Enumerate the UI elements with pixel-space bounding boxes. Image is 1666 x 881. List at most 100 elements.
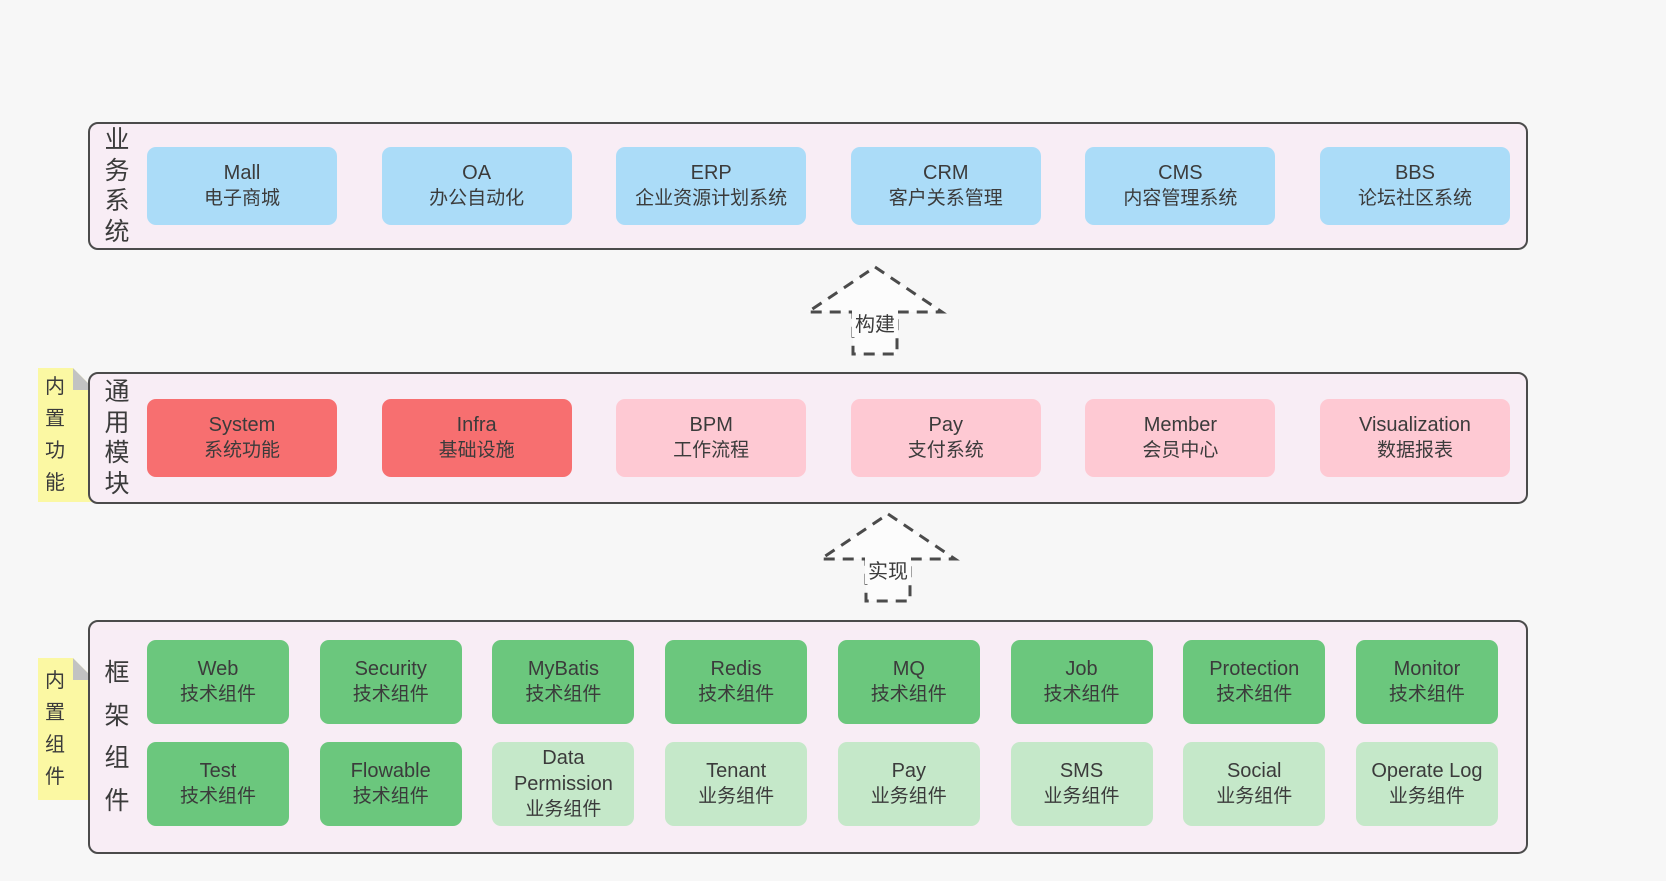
business-systems-title: 业务系统: [104, 126, 130, 246]
box-flowable: Flowable 技术组件: [319, 742, 462, 826]
box-oa: OA 办公自动化: [381, 147, 572, 225]
build-arrow: 构建: [800, 262, 950, 358]
box-mybatis: MyBatis 技术组件: [492, 640, 635, 724]
box-test-desc: 技术组件: [179, 786, 256, 808]
framework-row-1: Web 技术组件 Security 技术组件 MyBatis 技术组件 Redi…: [147, 640, 1498, 724]
box-system-name: System: [208, 414, 276, 437]
box-pay-module-name: Pay: [928, 414, 964, 437]
box-social: Social 业务组件: [1183, 742, 1326, 826]
box-mq-name: MQ: [892, 658, 925, 681]
box-mall: Mall 电子商城: [147, 147, 337, 225]
box-pay-component: Pay 业务组件: [837, 742, 980, 826]
box-visualization: Visualization 数据报表: [1319, 399, 1510, 477]
framework-row-2: Test 技术组件 Flowable 技术组件 Data Permission …: [147, 742, 1498, 826]
box-job: Job 技术组件: [1010, 640, 1153, 724]
box-bpm: BPM 工作流程: [616, 399, 807, 477]
box-web: Web 技术组件: [147, 640, 289, 724]
box-crm: CRM 客户关系管理: [850, 147, 1041, 225]
box-monitor-desc: 技术组件: [1388, 684, 1465, 706]
box-security-name: Security: [354, 658, 427, 681]
box-mall-name: Mall: [223, 162, 261, 185]
box-data-permission: Data Permission 业务组件: [492, 742, 635, 826]
box-flowable-desc: 技术组件: [352, 786, 429, 808]
box-monitor: Monitor 技术组件: [1355, 640, 1498, 724]
box-crm-name: CRM: [923, 162, 969, 185]
box-bpm-desc: 工作流程: [673, 440, 750, 462]
box-data-permission-name: Data Permission: [513, 747, 613, 796]
box-visualization-name: Visualization: [1359, 414, 1471, 437]
box-cms-desc: 内容管理系统: [1123, 188, 1238, 210]
box-bbs: BBS 论坛社区系统: [1319, 147, 1510, 225]
box-member: Member 会员中心: [1085, 399, 1276, 477]
common-modules-row: System 系统功能 Infra 基础设施 BPM 工作流程 Pay 支付系统…: [147, 374, 1510, 502]
box-mall-desc: 电子商城: [203, 188, 280, 210]
box-pay-component-name: Pay: [891, 760, 927, 783]
box-oa-name: OA: [462, 162, 492, 185]
box-tenant-desc: 业务组件: [698, 786, 775, 808]
box-protection: Protection 技术组件: [1183, 640, 1326, 724]
box-cms-name: CMS: [1158, 162, 1203, 185]
box-redis: Redis 技术组件: [665, 640, 808, 724]
box-pay-module-desc: 支付系统: [907, 440, 984, 462]
common-modules-panel: 通用模块 System 系统功能 Infra 基础设施 BPM 工作流程 Pay…: [88, 372, 1528, 504]
business-systems-panel: 业务系统 Mall 电子商城 OA 办公自动化 ERP 企业资源计划系统 CRM…: [88, 122, 1528, 250]
box-operate-log: Operate Log 业务组件: [1355, 742, 1498, 826]
box-sms: SMS 业务组件: [1010, 742, 1153, 826]
builtin-components-label: 内置组件: [45, 670, 65, 788]
box-cms: CMS 内容管理系统: [1085, 147, 1276, 225]
box-pay-component-desc: 业务组件: [870, 786, 947, 808]
box-monitor-name: Monitor: [1393, 658, 1461, 681]
box-operate-log-desc: 业务组件: [1388, 786, 1465, 808]
build-arrow-label: 构建: [852, 308, 898, 337]
box-redis-desc: 技术组件: [698, 684, 775, 706]
box-system-desc: 系统功能: [203, 440, 280, 462]
box-security-desc: 技术组件: [352, 684, 429, 706]
builtin-functions-label: 内置功能: [45, 376, 65, 494]
business-systems-row: Mall 电子商城 OA 办公自动化 ERP 企业资源计划系统 CRM 客户关系…: [147, 124, 1510, 248]
box-operate-log-name: Operate Log: [1371, 760, 1483, 783]
box-tenant: Tenant 业务组件: [665, 742, 808, 826]
box-security: Security 技术组件: [319, 640, 462, 724]
box-infra: Infra 基础设施: [381, 399, 572, 477]
box-sms-desc: 业务组件: [1043, 786, 1120, 808]
box-pay-module: Pay 支付系统: [850, 399, 1041, 477]
box-erp: ERP 企业资源计划系统: [616, 147, 807, 225]
framework-components-panel: 框架组件 Web 技术组件 Security 技术组件 MyBatis 技术组件…: [88, 620, 1528, 854]
box-test: Test 技术组件: [147, 742, 289, 826]
box-mybatis-name: MyBatis: [527, 658, 599, 681]
box-web-desc: 技术组件: [179, 684, 256, 706]
box-sms-name: SMS: [1059, 760, 1104, 783]
box-bbs-desc: 论坛社区系统: [1357, 188, 1472, 210]
box-test-name: Test: [199, 760, 237, 783]
box-social-name: Social: [1226, 760, 1282, 783]
box-member-desc: 会员中心: [1142, 440, 1219, 462]
box-flowable-name: Flowable: [350, 760, 431, 783]
box-redis-name: Redis: [710, 658, 762, 681]
builtin-components-sticky: 内置组件: [38, 658, 95, 800]
box-mq-desc: 技术组件: [870, 684, 947, 706]
box-erp-desc: 企业资源计划系统: [635, 188, 788, 210]
box-tenant-name: Tenant: [706, 760, 767, 783]
box-protection-desc: 技术组件: [1216, 684, 1293, 706]
framework-components-title: 框架组件: [104, 659, 130, 815]
box-social-desc: 业务组件: [1216, 786, 1293, 808]
box-infra-desc: 基础设施: [438, 440, 515, 462]
box-protection-name: Protection: [1209, 658, 1300, 681]
implement-arrow: 实现: [813, 509, 963, 605]
box-erp-name: ERP: [690, 162, 732, 185]
box-data-permission-desc: 业务组件: [525, 799, 602, 821]
box-oa-desc: 办公自动化: [429, 188, 525, 210]
box-member-name: Member: [1143, 414, 1218, 437]
box-bpm-name: BPM: [689, 414, 733, 437]
builtin-functions-sticky: 内置功能: [38, 368, 95, 502]
box-visualization-desc: 数据报表: [1376, 440, 1453, 462]
box-crm-desc: 客户关系管理: [888, 188, 1003, 210]
box-infra-name: Infra: [456, 414, 497, 437]
box-mq: MQ 技术组件: [837, 640, 980, 724]
box-web-name: Web: [197, 658, 239, 681]
box-job-desc: 技术组件: [1043, 684, 1120, 706]
box-bbs-name: BBS: [1394, 162, 1435, 185]
box-mybatis-desc: 技术组件: [525, 684, 602, 706]
box-job-name: Job: [1065, 658, 1098, 681]
